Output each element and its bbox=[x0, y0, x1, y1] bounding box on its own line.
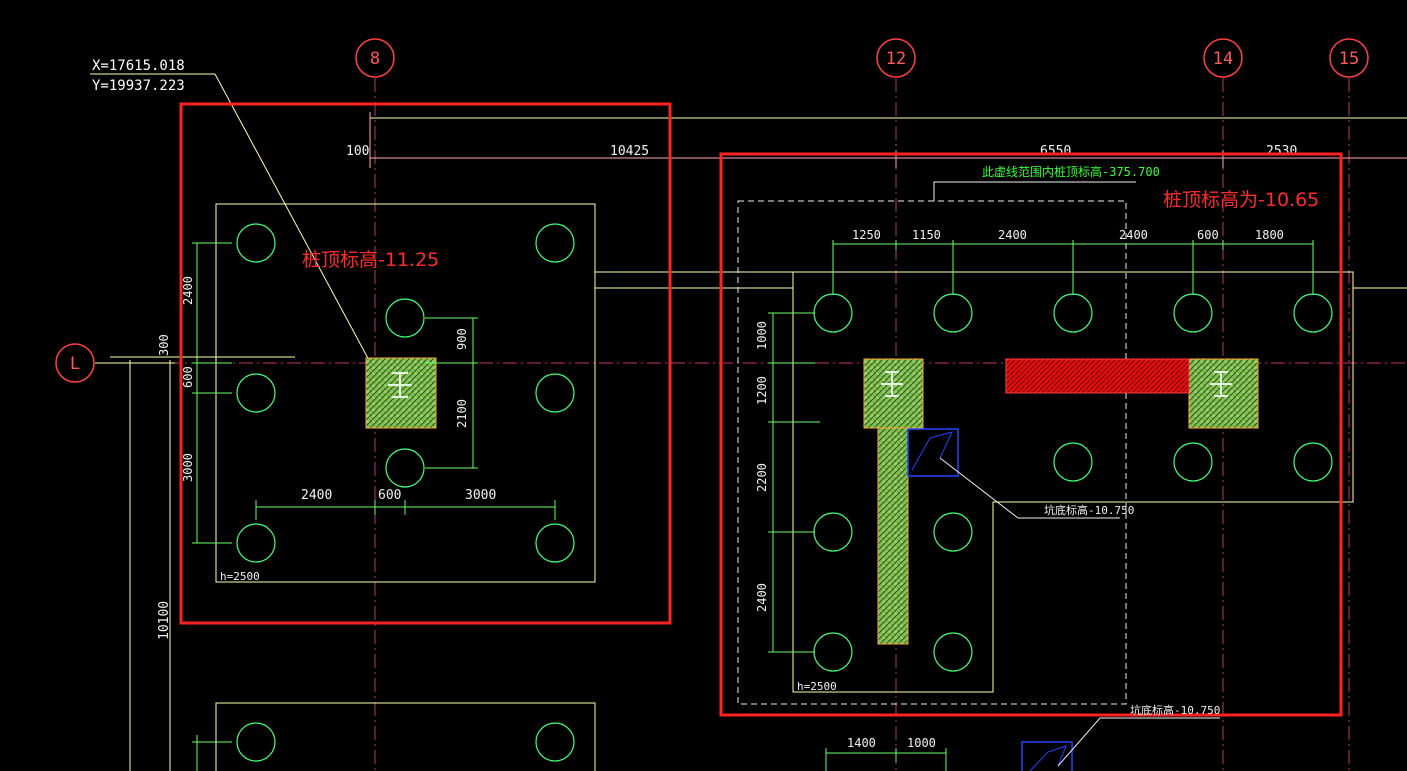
dim-v-2100: 2100 bbox=[455, 399, 469, 428]
dim-2530: 2530 bbox=[1266, 144, 1297, 159]
pile[interactable] bbox=[236, 373, 276, 413]
dim-v-2400: 2400 bbox=[181, 276, 195, 305]
pile[interactable] bbox=[1053, 293, 1093, 333]
pile[interactable] bbox=[1053, 442, 1093, 482]
pile[interactable] bbox=[1293, 442, 1333, 482]
dim-1250: 1250 bbox=[852, 228, 881, 242]
svg-text:L: L bbox=[70, 354, 80, 374]
dim-6550: 6550 bbox=[1040, 144, 1071, 159]
dashed-zone-note: 此虚线范围内桩顶标高-375.700 bbox=[982, 164, 1160, 179]
pile[interactable] bbox=[813, 293, 853, 333]
top-dimension-lines bbox=[369, 112, 1407, 168]
pile[interactable] bbox=[236, 223, 276, 263]
svg-text:X=17615.018: X=17615.018 bbox=[92, 58, 185, 74]
pile[interactable] bbox=[385, 298, 425, 338]
right-pile-cap[interactable] bbox=[792, 271, 1407, 693]
right-highlight-box[interactable] bbox=[719, 152, 1343, 717]
dim-1150: 1150 bbox=[912, 228, 941, 242]
axis-bubble-L[interactable]: L bbox=[55, 343, 95, 383]
left-depth-label: h=2500 bbox=[220, 570, 260, 583]
dim-v-1200: 1200 bbox=[755, 376, 769, 405]
dim-600: 600 bbox=[1197, 228, 1219, 242]
dim-v-2400: 2400 bbox=[755, 583, 769, 612]
pile[interactable] bbox=[385, 448, 425, 488]
dim-h-600: 600 bbox=[378, 488, 401, 503]
sump-pit[interactable] bbox=[907, 428, 1120, 519]
pit-bottom-note: 坑底标高-10.750 bbox=[1044, 503, 1134, 517]
pile[interactable] bbox=[933, 512, 973, 552]
dim-2400-a: 2400 bbox=[998, 228, 1027, 242]
lower-left-pile-cap[interactable] bbox=[192, 702, 596, 771]
pile[interactable] bbox=[813, 512, 853, 552]
svg-text:Y=19937.223: Y=19937.223 bbox=[92, 78, 185, 94]
dim-10425: 10425 bbox=[610, 144, 649, 159]
dim-1000: 1000 bbox=[907, 736, 936, 750]
pile[interactable] bbox=[1173, 293, 1213, 333]
svg-text:15: 15 bbox=[1339, 49, 1359, 69]
pile[interactable] bbox=[813, 632, 853, 672]
right-dim-lines-h bbox=[832, 240, 1314, 295]
dim-300: 300 bbox=[157, 334, 171, 356]
pile[interactable] bbox=[535, 523, 575, 563]
dim-v-3000: 3000 bbox=[181, 453, 195, 482]
pile[interactable] bbox=[236, 523, 276, 563]
axis-bubble-15[interactable]: 15 bbox=[1329, 38, 1369, 78]
dim-1800: 1800 bbox=[1255, 228, 1284, 242]
dim-v-600: 600 bbox=[181, 366, 195, 388]
dim-100: 100 bbox=[346, 144, 369, 159]
svg-text:12: 12 bbox=[886, 49, 906, 69]
dim-v-900: 900 bbox=[455, 328, 469, 350]
bottom-dim-lines bbox=[825, 748, 947, 771]
left-pile-top-note: 桩顶标高-11.25 bbox=[302, 249, 439, 271]
right-column-a[interactable] bbox=[863, 358, 924, 429]
axis-bubble-14[interactable]: 14 bbox=[1203, 38, 1243, 78]
dim-2400-b: 2400 bbox=[1119, 228, 1148, 242]
pile[interactable] bbox=[1293, 293, 1333, 333]
axis-bubble-8[interactable]: 8 bbox=[355, 38, 395, 78]
left-highlight-box[interactable] bbox=[179, 102, 672, 625]
left-axis-dims bbox=[95, 356, 295, 771]
pile[interactable] bbox=[535, 373, 575, 413]
left-piles bbox=[236, 223, 575, 563]
dim-1400: 1400 bbox=[847, 736, 876, 750]
left-column[interactable] bbox=[365, 357, 437, 429]
axis-bubble-12[interactable]: 12 bbox=[876, 38, 916, 78]
coordinate-readout: X=17615.018 Y=19937.223 bbox=[90, 58, 371, 363]
left-dim-lines bbox=[192, 242, 556, 544]
dim-h-2400: 2400 bbox=[301, 488, 332, 503]
right-wall-strip[interactable] bbox=[877, 427, 909, 645]
red-beam[interactable] bbox=[1005, 358, 1190, 394]
right-pile-top-note: 桩顶标高为-10.65 bbox=[1163, 189, 1319, 211]
dim-10100: 10100 bbox=[157, 601, 172, 640]
right-dashed-zone[interactable] bbox=[737, 181, 1136, 705]
right-dim-lines-v bbox=[768, 312, 820, 653]
right-depth-label: h=2500 bbox=[797, 680, 837, 693]
pile[interactable] bbox=[535, 223, 575, 263]
dim-v-1000: 1000 bbox=[755, 321, 769, 350]
dim-v-2200: 2200 bbox=[755, 463, 769, 492]
right-column-b[interactable] bbox=[1188, 358, 1259, 429]
pile[interactable] bbox=[1173, 442, 1213, 482]
svg-text:14: 14 bbox=[1213, 49, 1233, 69]
bottom-pit-note: 坑底标高-10.750 bbox=[1130, 703, 1220, 717]
pile[interactable] bbox=[933, 632, 973, 672]
svg-text:8: 8 bbox=[370, 49, 380, 69]
dim-h-3000: 3000 bbox=[465, 488, 496, 503]
bottom-sump-pit[interactable] bbox=[1021, 717, 1220, 771]
pile[interactable] bbox=[933, 293, 973, 333]
